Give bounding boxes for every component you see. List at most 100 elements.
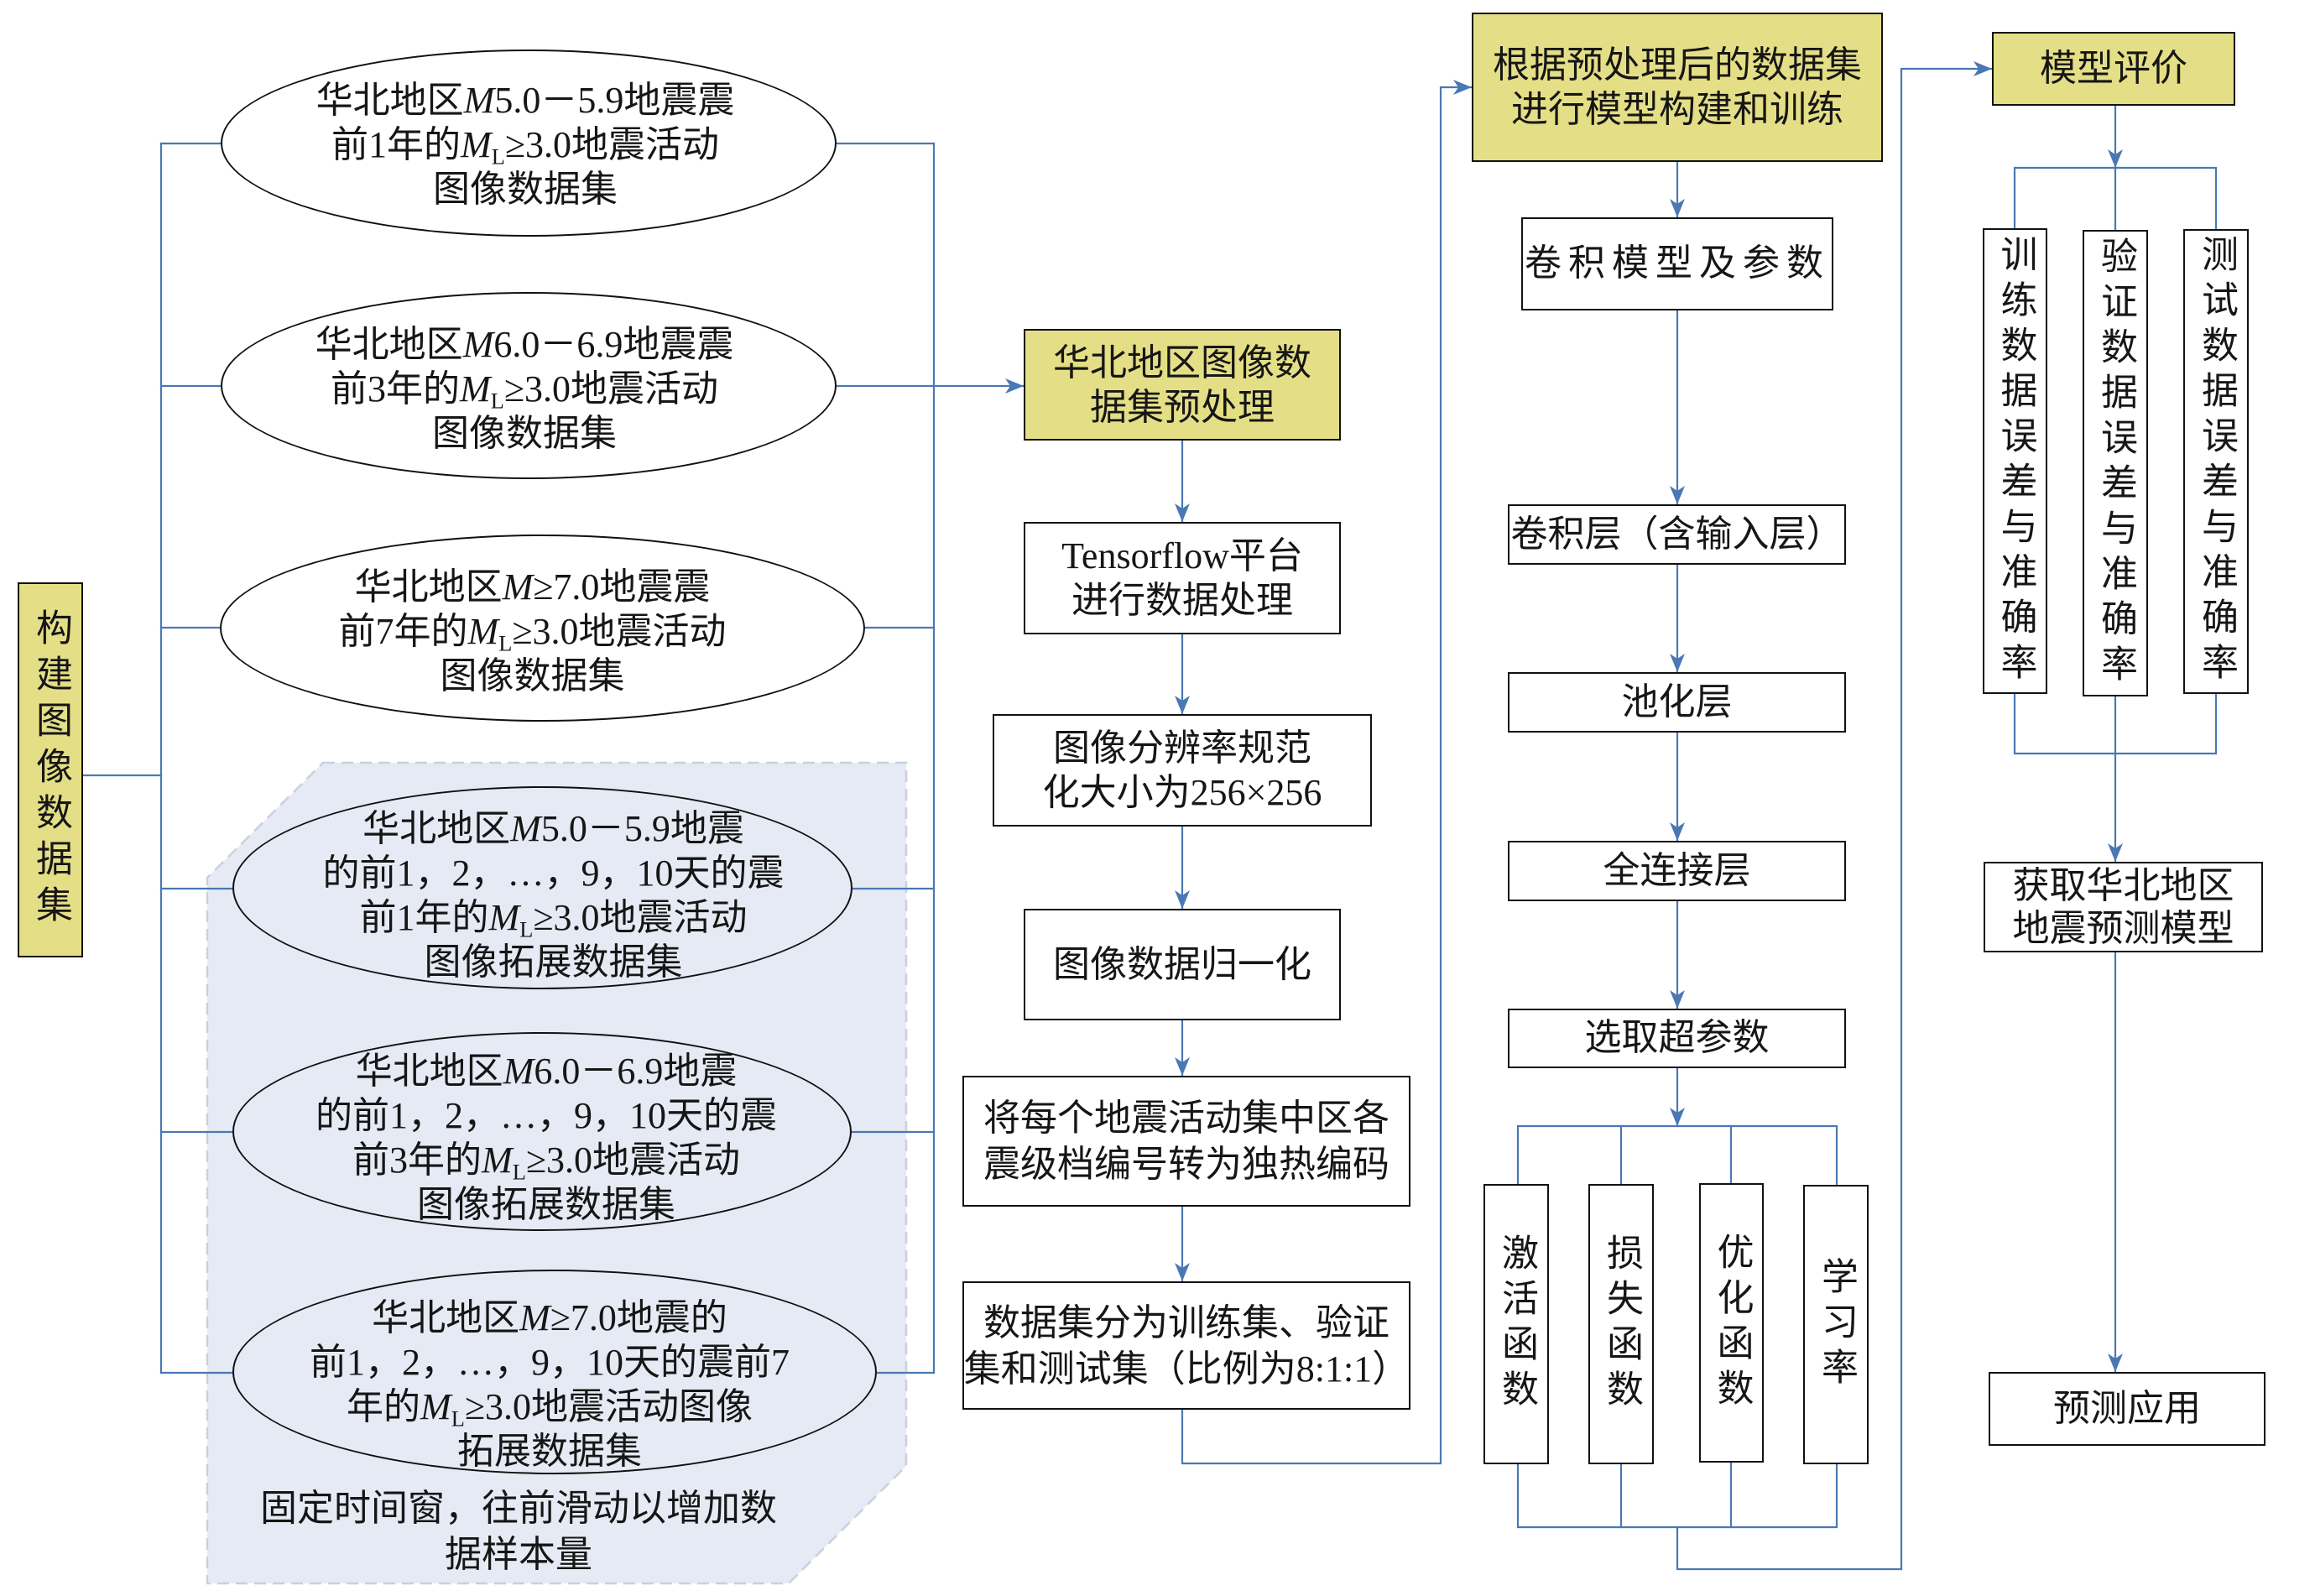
text-run: 华北地区: [355, 1050, 503, 1092]
text-run: ≥3.0地震活动: [512, 611, 727, 652]
text-run: 华北地区: [315, 80, 464, 121]
pooling-layer-label: 池化层: [1621, 681, 1733, 722]
dataset-split-box: 数据集分为训练集、验证集和测试集（比例为8:1:1）: [962, 1281, 1410, 1410]
text-line: 图像数据集: [433, 169, 618, 210]
prediction-application-box: 预测应用: [1989, 1372, 2265, 1446]
text-line: 华北地区M6.0－6.9地震震: [315, 322, 734, 367]
text-line: 进行数据处理: [1071, 580, 1293, 621]
augmented-dataset-m6-ellipse: 华北地区M6.0－6.9地震的前1，2，…，9，10天的震前3年的ML≥3.0地…: [232, 1032, 852, 1231]
text-run: 华北地区: [362, 808, 511, 849]
text-line: 华北地区M5.0－5.9地震震: [316, 78, 735, 123]
italic-text-run: M: [461, 124, 492, 165]
italic-text-run: M: [488, 897, 520, 938]
text-line: 前1年的ML≥3.0地震活动: [331, 123, 719, 168]
resize-images-text: 图像分辨率规范化大小为256×256: [1043, 726, 1322, 815]
italic-text-run: M: [510, 808, 541, 849]
preprocessing-title-text: 华北地区图像数据集预处理: [1053, 341, 1311, 430]
italic-text-run: M: [463, 80, 495, 121]
text-run: ≥3.0地震活动图像: [464, 1386, 753, 1427]
model-evaluation-title: 模型评价: [2040, 47, 2187, 89]
text-line: 前1，2，…，9，10天的震前7: [310, 1342, 790, 1383]
italic-text-run: M: [482, 1139, 513, 1181]
italic-text-run: M: [460, 368, 491, 409]
text-run: ≥7.0地震的: [550, 1297, 727, 1338]
subscript-text-run: L: [519, 916, 534, 942]
text-run: ≥3.0地震活动: [525, 1139, 740, 1181]
activation-function-label: 激活函数: [1496, 1234, 1537, 1415]
text-line: 图像数据集: [432, 413, 617, 454]
select-hyperparameters-label: 选取超参数: [1584, 1017, 1770, 1059]
training-metrics-label: 训练数据误差与准确率: [1994, 234, 2036, 688]
tensorflow-processing-box: Tensorflow平台进行数据处理: [1024, 522, 1341, 634]
tensorflow-processing-text: Tensorflow平台进行数据处理: [1061, 534, 1303, 623]
text-run: 5.0－5.9地震: [540, 808, 744, 849]
text-line: 图像分辨率规范: [1052, 728, 1311, 769]
text-line: 图像拓展数据集: [417, 1183, 675, 1225]
conv-layer-box: 卷积层（含输入层）: [1508, 504, 1846, 565]
text-line: 前7年的ML≥3.0地震活动: [338, 609, 727, 655]
text-line: 化大小为256×256: [1042, 772, 1322, 813]
text-line: 图像拓展数据集: [424, 941, 683, 983]
text-line: 华北地区M6.0－6.9地震: [356, 1049, 738, 1093]
build-image-dataset-label: 构建图像数据集: [30, 608, 71, 931]
normalize-images-text: 图像数据归一化: [1053, 942, 1311, 987]
italic-text-run: M: [519, 1297, 550, 1338]
text-line: 据样本量: [445, 1534, 592, 1575]
text-run: 5.0－5.9地震震: [494, 80, 735, 121]
text-line: 前1年的ML≥3.0地震活动: [360, 895, 748, 942]
optimizer-box: 优化函数: [1699, 1183, 1764, 1463]
text-line: 图像数据归一化: [1053, 944, 1311, 985]
text-line: 的前1，2，…，9，10天的震: [322, 853, 785, 894]
text-line: 集和测试集（比例为8:1:1）: [963, 1348, 1410, 1390]
optimizer-label: 优化函数: [1711, 1232, 1753, 1414]
text-run: 前3年的: [331, 368, 461, 409]
dataset-m5-1year-text: 华北地区M5.0－5.9地震震前1年的ML≥3.0地震活动图像数据集: [316, 78, 735, 211]
text-line: 根据预处理后的数据集: [1493, 44, 1862, 86]
fully-connected-layer-label: 全连接层: [1603, 849, 1751, 891]
text-line: 前3年的ML≥3.0地震活动: [331, 367, 718, 412]
subscript-text-run: L: [512, 1158, 526, 1184]
augmented-dataset-m6-text: 华北地区M6.0－6.9地震的前1，2，…，9，10天的震前3年的ML≥3.0地…: [315, 1049, 777, 1227]
model-evaluation-title-box: 模型评价: [1992, 32, 2235, 106]
text-run: 华北地区: [354, 566, 503, 608]
build-image-dataset-box: 构建图像数据集: [18, 582, 83, 957]
augmented-dataset-m5-ellipse: 华北地区M5.0－5.9地震的前1，2，…，9，10天的震前1年的ML≥3.0地…: [232, 786, 852, 989]
text-line: 地震预测模型: [2012, 908, 2234, 949]
sliding-window-note: 固定时间窗，往前滑动以增加数据样本量: [252, 1485, 785, 1578]
text-run: 华北地区: [315, 324, 463, 365]
arrow-split-to-model-training: [1181, 80, 1473, 1465]
italic-text-run: M: [462, 324, 494, 365]
fully-connected-layer-box: 全连接层: [1508, 841, 1846, 901]
learning-rate-label: 学习率: [1816, 1256, 1857, 1393]
augmented-dataset-m5-text: 华北地区M5.0－5.9地震的前1，2，…，9，10天的震前1年的ML≥3.0地…: [323, 806, 785, 984]
text-run: ≥3.0地震活动: [533, 897, 748, 938]
test-metrics-box: 测试数据误差与准确率: [2183, 229, 2249, 694]
prediction-model-text: 获取华北地区地震预测模型: [2013, 864, 2234, 950]
training-metrics-box: 训练数据误差与准确率: [1983, 228, 2047, 694]
prediction-model-box: 获取华北地区地震预测模型: [1984, 862, 2263, 952]
text-run: 前3年的: [352, 1139, 482, 1181]
text-line: 华北地区M≥7.0地震震: [355, 565, 711, 609]
text-run: ≥7.0地震震: [533, 566, 711, 608]
model-training-title-box: 根据预处理后的数据集进行模型构建和训练: [1472, 13, 1883, 162]
arrow-training-to-evaluation: [1676, 61, 1994, 1571]
subscript-text-run: L: [451, 1406, 465, 1432]
learning-rate-box: 学习率: [1803, 1185, 1869, 1464]
text-run: 前1年的: [331, 124, 461, 165]
connector-hyperparam-fanout: [1516, 1124, 1838, 1187]
one-hot-encoding-box: 将每个地震活动集中区各震级档编号转为独热编码: [962, 1076, 1410, 1207]
text-line: 进行模型构建和训练: [1511, 89, 1843, 130]
validation-metrics-label: 验证数据误差与准确率: [2095, 237, 2136, 690]
connector-hyperparam-fanin: [1516, 1463, 1838, 1529]
text-line: 图像数据集: [440, 655, 625, 696]
text-line: 获取华北地区: [2012, 865, 2234, 906]
text-run: 前7年的: [338, 611, 468, 652]
text-run: 6.0－6.9地震: [534, 1050, 738, 1092]
conv-model-params-box: 卷积模型及参数: [1521, 217, 1833, 310]
normalize-images-box: 图像数据归一化: [1024, 909, 1341, 1020]
text-line: 华北地区图像数: [1053, 342, 1311, 383]
conv-model-params-label: 卷积模型及参数: [1525, 243, 1830, 284]
